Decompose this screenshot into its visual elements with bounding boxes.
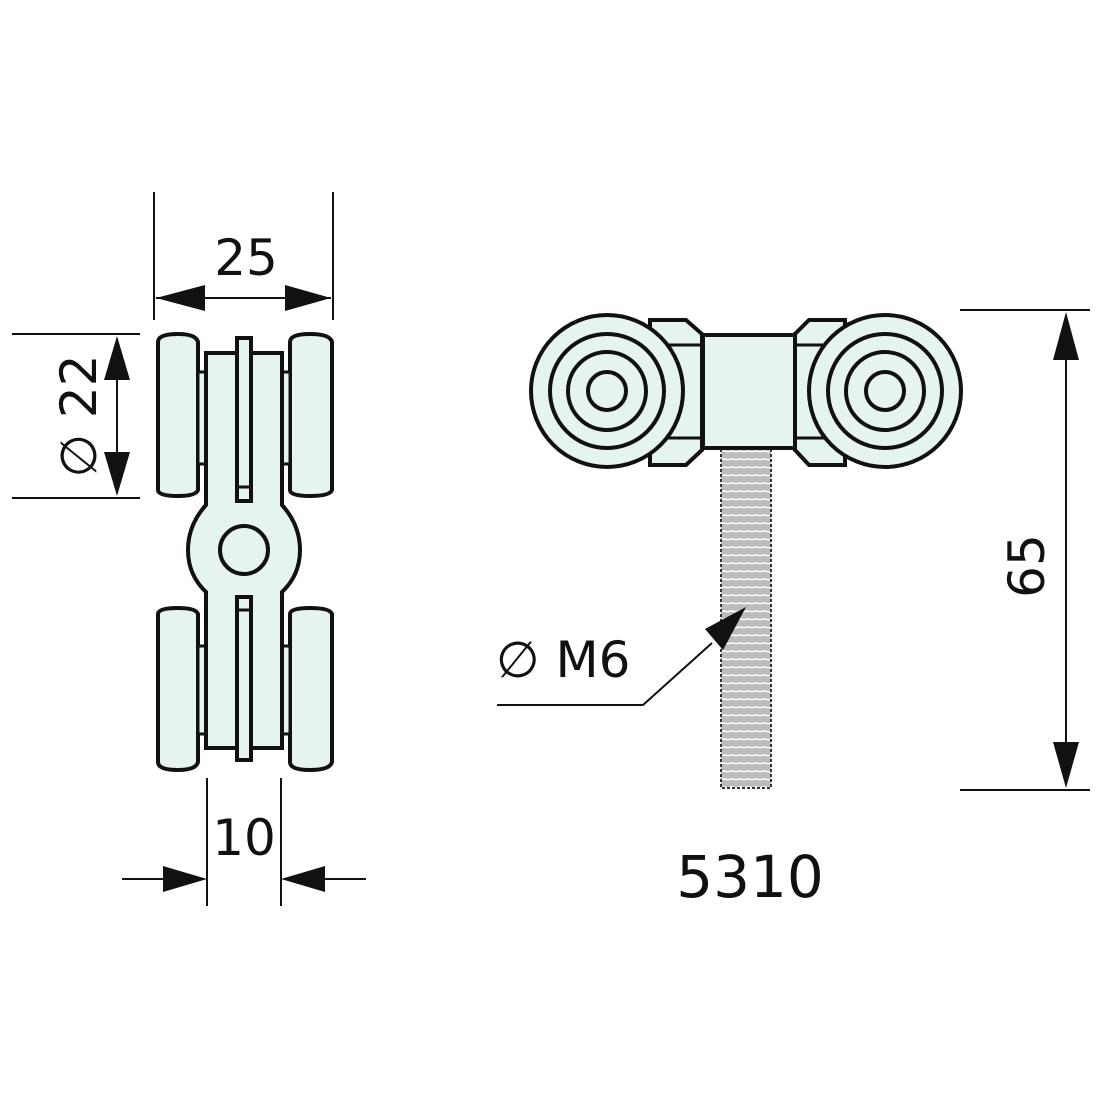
dimension-label-diameter-22: ∅ 22 bbox=[50, 354, 108, 477]
dimension-inner-width-10: 10 bbox=[122, 778, 366, 906]
right-wheel bbox=[807, 313, 963, 469]
dimension-label-10: 10 bbox=[212, 809, 276, 867]
lower-wheel-pair bbox=[156, 605, 334, 773]
thread-callout: ∅ M6 bbox=[496, 607, 746, 706]
side-view: 25 ∅ 22 bbox=[12, 192, 366, 906]
central-block bbox=[701, 333, 797, 450]
dimension-width-25: 25 bbox=[153, 192, 334, 320]
product-code: 5310 bbox=[676, 843, 824, 911]
thread-label-m6: ∅ M6 bbox=[496, 631, 630, 689]
carrier-body bbox=[185, 336, 303, 762]
dimension-height-65: 65 bbox=[960, 309, 1090, 791]
dimension-label-25: 25 bbox=[214, 229, 278, 287]
front-view: ∅ M6 65 5310 bbox=[496, 309, 1090, 911]
left-wheel bbox=[529, 313, 685, 469]
dimension-label-65: 65 bbox=[998, 534, 1056, 598]
dimension-diameter-22: ∅ 22 bbox=[12, 333, 140, 499]
